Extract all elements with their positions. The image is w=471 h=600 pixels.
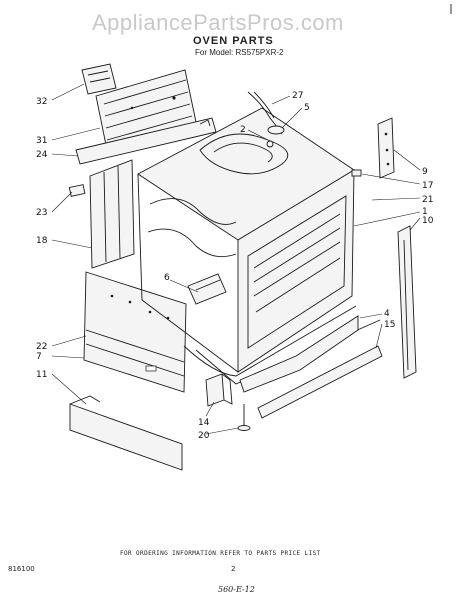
- callout-17: 17: [422, 181, 433, 191]
- callout-14: 14: [198, 418, 210, 428]
- part-6-component: [187, 273, 227, 305]
- callout-9: 9: [422, 167, 428, 177]
- part-14-box: [205, 373, 233, 407]
- callout-24: 24: [36, 150, 48, 160]
- part-11-trim: [69, 395, 183, 471]
- callout-31: 31: [36, 136, 47, 146]
- callout-1: 1: [422, 207, 428, 217]
- callout-22: 22: [36, 342, 47, 352]
- watermark: AppliancePartsPros.com: [92, 10, 344, 35]
- doc-number: 816100: [8, 565, 35, 573]
- callout-20: 20: [198, 431, 210, 441]
- handwritten-code: 560-E-12: [218, 585, 255, 594]
- part-4-panel: [239, 315, 359, 393]
- part-15-rail: [257, 345, 383, 419]
- callout-27: 27: [292, 91, 303, 101]
- diagram-title: OVEN PARTS: [193, 35, 274, 47]
- part-32-bracket: [81, 63, 117, 95]
- callout-23: 23: [36, 208, 47, 218]
- part-18-side-panel: [89, 159, 135, 269]
- ordering-note: FOR ORDERING INFORMATION REFER TO PARTS …: [120, 550, 321, 557]
- callout-2: 2: [240, 125, 246, 135]
- callout-15: 15: [384, 320, 395, 330]
- part-23-clip: [68, 184, 86, 197]
- callout-18: 18: [36, 236, 48, 246]
- callout-21: 21: [422, 195, 433, 205]
- callout-5: 5: [304, 103, 310, 113]
- part-9-bracket: [377, 117, 395, 179]
- callout-11: 11: [36, 370, 47, 380]
- callout-7: 7: [36, 352, 42, 362]
- callout-6: 6: [164, 273, 170, 283]
- callout-10: 10: [422, 216, 434, 226]
- page-number: 2: [231, 565, 235, 573]
- part-31-panel: [95, 69, 197, 151]
- part-17-clip: [351, 169, 362, 177]
- leader-lines: [51, 83, 421, 435]
- model-label: For Model: RS575PXR-2: [195, 48, 284, 57]
- part-10-strip: [397, 225, 417, 379]
- oven-body: [137, 107, 381, 385]
- part-20-leg: [237, 404, 251, 431]
- callout-4: 4: [384, 309, 390, 319]
- part-22-lower-panel: [83, 271, 187, 393]
- part-27-burner: [247, 91, 285, 148]
- callout-32: 32: [36, 97, 47, 107]
